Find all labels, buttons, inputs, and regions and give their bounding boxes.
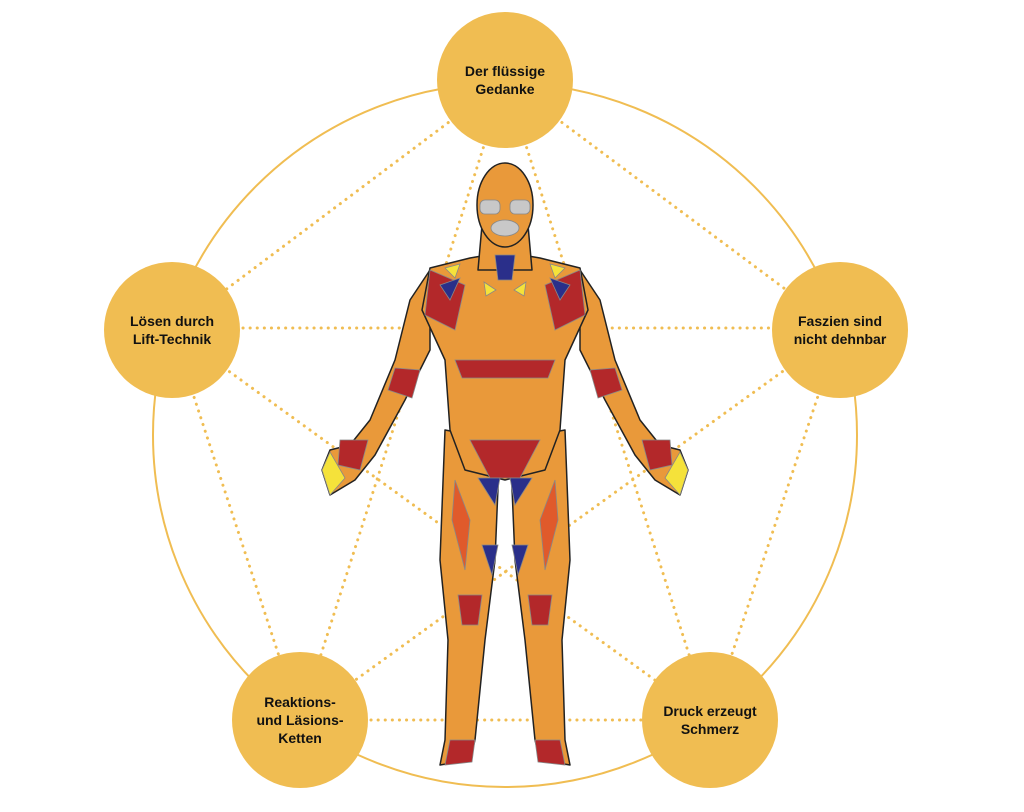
- node-faszien-nicht-dehnbar: Faszien sind nicht dehnbar: [772, 262, 908, 398]
- node-loesen-durch-lift-technik: Lösen durch Lift-Technik: [104, 262, 240, 398]
- node-label: Lösen durch Lift-Technik: [129, 313, 214, 347]
- node-reaktions-laesions-ketten: Reaktions- und Läsions- Ketten: [232, 652, 368, 788]
- node-label: Reaktions- und Läsions- Ketten: [256, 694, 344, 746]
- node-label: Der flüssige Gedanke: [464, 63, 546, 97]
- node-label: Faszien sind nicht dehnbar: [793, 313, 887, 347]
- node-der-fluessige-gedanke: Der flüssige Gedanke: [437, 12, 573, 148]
- node-label: Druck erzeugt Schmerz: [663, 703, 757, 737]
- node-druck-erzeugt-schmerz: Druck erzeugt Schmerz: [642, 652, 778, 788]
- muscle-details: [321, 199, 689, 766]
